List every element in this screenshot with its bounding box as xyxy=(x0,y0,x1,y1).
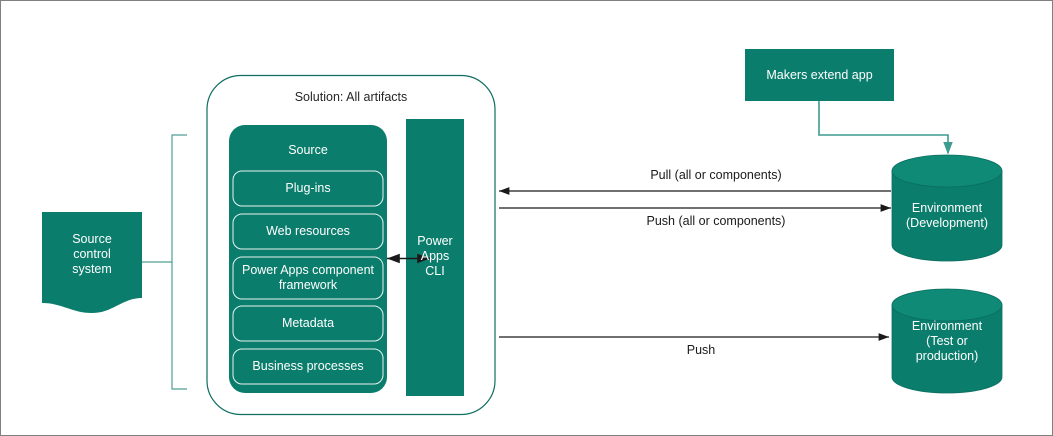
makers-extend-app-box[interactable] xyxy=(745,49,894,101)
power-apps-cli-bar[interactable] xyxy=(406,119,464,396)
source-item-box-plugins[interactable] xyxy=(232,170,384,207)
source-item-box-business-processes[interactable] xyxy=(232,348,384,385)
source-item-box-pcf[interactable] xyxy=(232,256,384,300)
source-item-box-metadata[interactable] xyxy=(232,305,384,342)
environment-development-cylinder[interactable] xyxy=(891,154,1003,262)
push-arrow-test-label: Push xyxy=(686,343,716,357)
source-control-system-shape[interactable] xyxy=(42,212,142,313)
solution-outline xyxy=(206,74,496,416)
push-arrow-dev-label: Push (all or components) xyxy=(646,214,786,228)
bracket-connector xyxy=(171,134,187,390)
environment-test-production-cylinder[interactable] xyxy=(891,288,1003,394)
makers-to-dev-connector xyxy=(818,101,953,155)
source-item-box-web-resources[interactable] xyxy=(232,213,384,250)
pull-arrow-label: Pull (all or components) xyxy=(650,168,782,182)
